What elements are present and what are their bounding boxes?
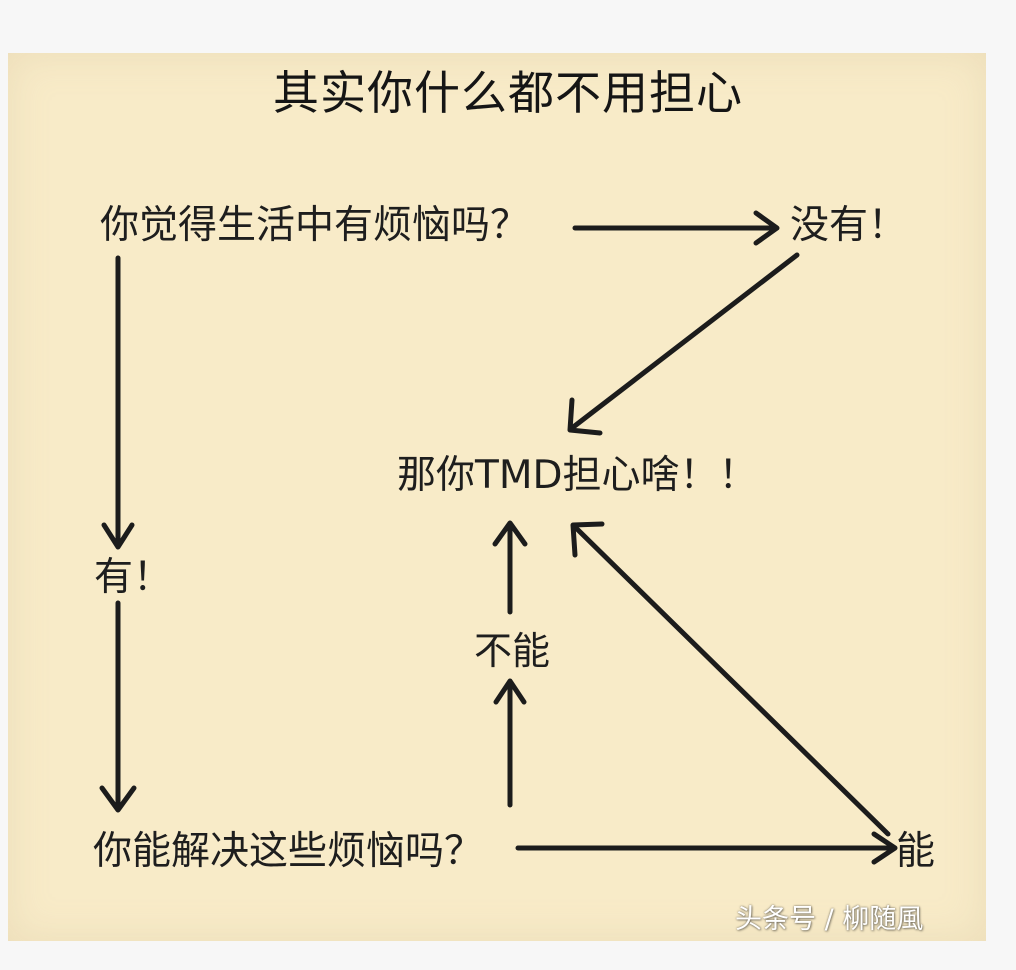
node-question-solve: 你能解决这些烦恼吗？ xyxy=(93,829,484,874)
arrow-no-to-center xyxy=(567,252,800,436)
node-answer-no: 没有！ xyxy=(790,203,908,248)
diagram-title: 其实你什么都不用担心 xyxy=(273,66,743,120)
arrow-yes-to-solve xyxy=(99,600,137,813)
node-answer-can: 能 xyxy=(896,829,936,874)
node-question-troubles: 你觉得生活中有烦恼吗？ xyxy=(100,203,530,248)
node-answer-yes: 有！ xyxy=(94,555,173,600)
watermark-text: 头条号 / 柳随風 xyxy=(735,904,924,935)
diagram-paper xyxy=(8,53,986,941)
node-center-conclusion: 那你TMD担心啥！！ xyxy=(397,453,758,498)
arrow-solve-to-can xyxy=(515,831,898,865)
node-answer-cannot: 不能 xyxy=(474,629,551,673)
arrow-solve-to-cannot xyxy=(493,678,527,808)
arrow-can-to-center xyxy=(570,521,891,837)
arrow-question-to-yes xyxy=(101,255,135,550)
arrow-question-to-no xyxy=(572,210,780,246)
arrow-cannot-to-center xyxy=(492,520,528,615)
